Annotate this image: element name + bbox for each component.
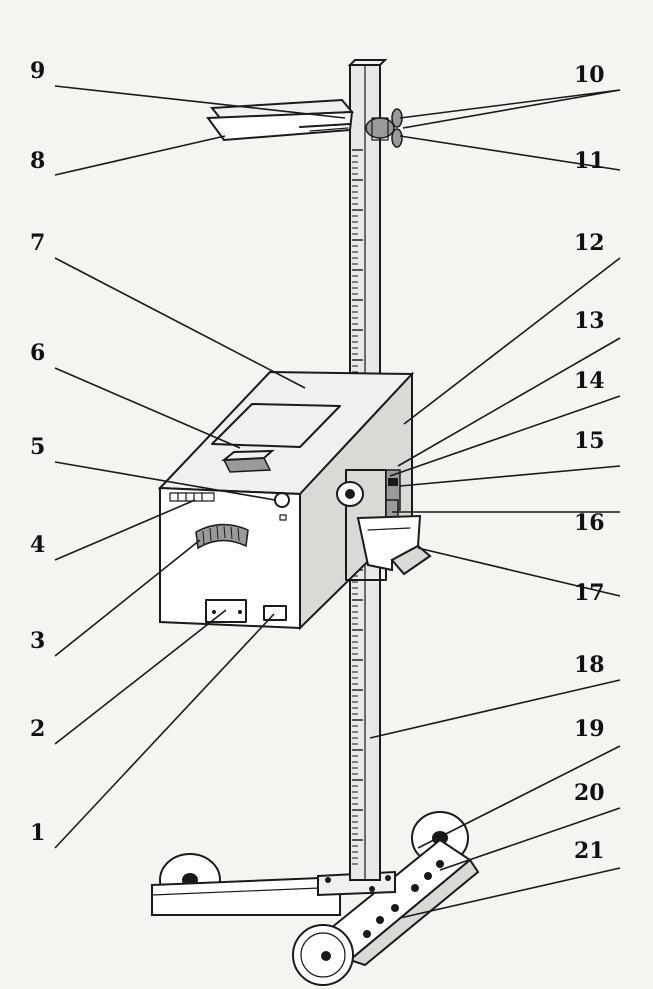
callout-2: 2: [30, 716, 45, 742]
top-clamp-knob: [365, 117, 395, 139]
callout-7: 7: [30, 230, 45, 256]
base-left-arm: [151, 876, 341, 916]
callout-16: 16: [574, 510, 605, 536]
callout-15: 15: [574, 428, 605, 454]
callout-20: 20: [574, 780, 605, 806]
callout-21: 21: [574, 838, 605, 864]
callout-9: 9: [30, 58, 45, 84]
callout-18: 18: [574, 652, 605, 678]
callout-10: 10: [574, 62, 605, 88]
callout-17: 17: [574, 580, 605, 606]
callout-11: 11: [574, 148, 605, 174]
leader-lines: [54, 85, 621, 919]
callout-8: 8: [30, 148, 45, 174]
base-frame: [151, 811, 480, 986]
callout-4: 4: [30, 532, 45, 558]
callout-12: 12: [574, 230, 605, 256]
callout-19: 19: [574, 716, 605, 742]
callout-13: 13: [574, 308, 605, 334]
top-screen-window: [211, 403, 341, 448]
adjustment-dial: [195, 523, 249, 550]
housing-front: [159, 486, 301, 630]
callout-5: 5: [30, 434, 45, 460]
callout-3: 3: [30, 628, 45, 654]
callout-6: 6: [30, 340, 45, 366]
callout-1: 1: [30, 820, 45, 846]
power-switch: [263, 605, 287, 621]
callout-14: 14: [574, 368, 605, 394]
callout-numbers: 9 8 7 6 5 4 3 2 1 10 11 12 13 14 15 16 1…: [30, 58, 605, 864]
height-slider-assembly: [336, 469, 432, 581]
connector-panel: [205, 599, 247, 623]
